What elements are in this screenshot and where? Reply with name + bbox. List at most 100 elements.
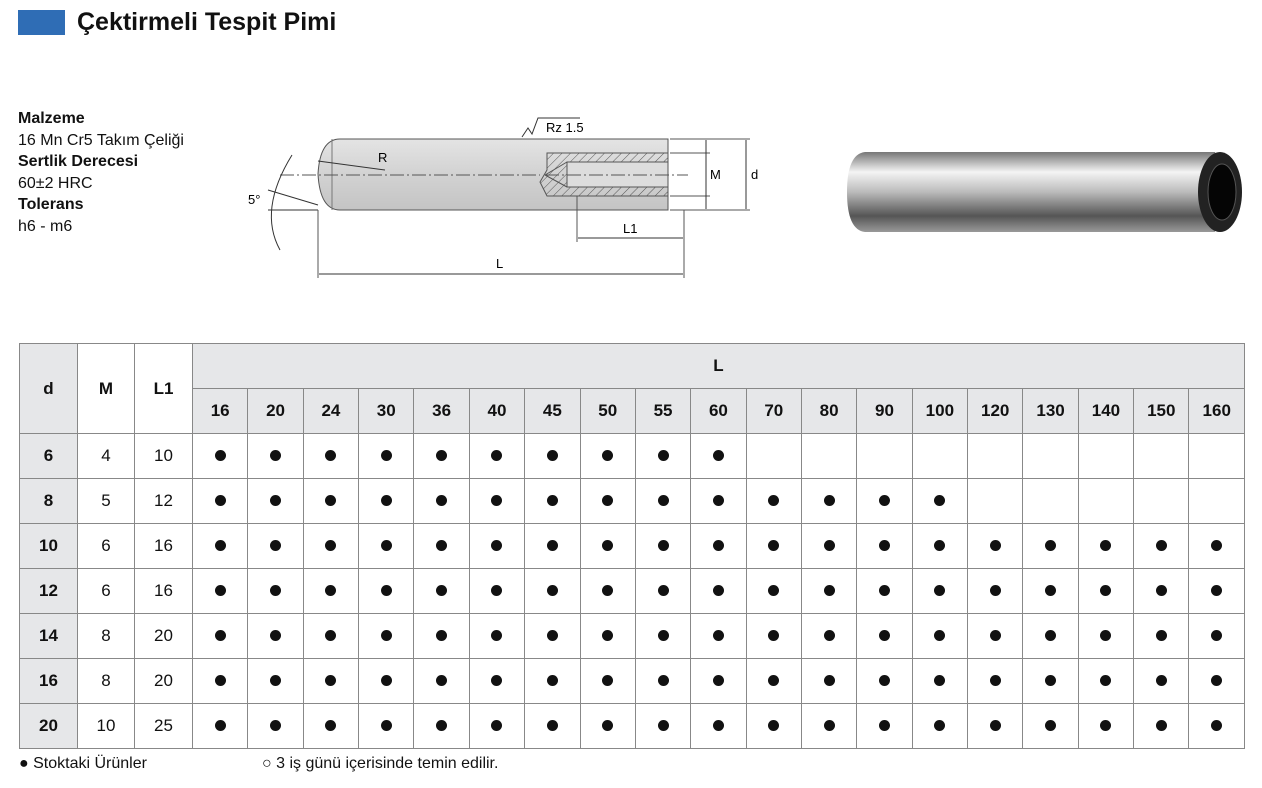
- availability-cell: [1022, 613, 1079, 659]
- length-header: 50: [579, 388, 636, 434]
- in-stock-dot-icon: [712, 495, 724, 506]
- availability-cell: [634, 523, 692, 569]
- in-stock-dot-icon: [878, 495, 890, 506]
- in-stock-dot-icon: [602, 630, 614, 641]
- in-stock-dot-icon: [436, 585, 448, 596]
- l1-label: L1: [623, 221, 637, 236]
- availability-cell: [745, 568, 802, 614]
- in-stock-dot-icon: [712, 585, 724, 596]
- availability-cell: [911, 613, 969, 659]
- availability-cell: [856, 703, 913, 749]
- cell-m: 5: [77, 478, 135, 524]
- availability-cell: [1133, 703, 1190, 749]
- in-stock-dot-icon: [270, 720, 282, 731]
- in-stock-dot-icon: [1100, 585, 1112, 596]
- legend-three-days: ○ 3 iş günü içerisinde temin edilir.: [262, 755, 499, 772]
- length-header: 150: [1133, 388, 1190, 434]
- availability-cell: [690, 613, 747, 659]
- cell-l1: 25: [134, 703, 193, 749]
- availability-cell: [856, 568, 913, 614]
- availability-cell: [634, 658, 692, 704]
- availability-cell: [524, 478, 581, 524]
- availability-cell: [690, 658, 747, 704]
- title-accent-bar: [18, 10, 65, 35]
- spec-label: Malzeme: [18, 110, 85, 127]
- in-stock-dot-icon: [546, 495, 558, 506]
- length-header: 40: [468, 388, 526, 434]
- availability-cell: [524, 433, 581, 479]
- availability-cell: [745, 703, 802, 749]
- specifications: Malzeme 16 Mn Cr5 Takım Çeliği Sertlik D…: [18, 108, 184, 237]
- availability-cell: [634, 478, 692, 524]
- in-stock-dot-icon: [325, 450, 337, 461]
- in-stock-dot-icon: [325, 720, 337, 731]
- availability-cell: [1022, 568, 1079, 614]
- in-stock-dot-icon: [270, 585, 282, 596]
- availability-cell: [579, 613, 636, 659]
- availability-cell: [302, 613, 360, 659]
- cell-m: 8: [77, 658, 135, 704]
- technical-drawing: R Rz 1.5 5° M d L1 L: [248, 117, 758, 278]
- in-stock-dot-icon: [1100, 540, 1112, 551]
- availability-cell: [358, 613, 415, 659]
- length-header: 90: [856, 388, 913, 434]
- in-stock-dot-icon: [823, 585, 835, 596]
- in-stock-dot-icon: [491, 540, 503, 551]
- availability-cell: [302, 478, 360, 524]
- in-stock-dot-icon: [1045, 540, 1057, 551]
- in-stock-dot-icon: [1211, 675, 1223, 686]
- cell-l1: 20: [134, 613, 193, 659]
- availability-cell: [800, 433, 858, 479]
- availability-cell: [524, 613, 581, 659]
- legend-in-stock: ● Stoktaki Ürünler: [19, 755, 147, 772]
- spec-value: 60±2 HRC: [18, 174, 93, 192]
- in-stock-dot-icon: [325, 540, 337, 551]
- in-stock-dot-icon: [325, 630, 337, 641]
- availability-cell: [1133, 433, 1190, 479]
- in-stock-dot-icon: [823, 630, 835, 641]
- availability-cell: [1022, 658, 1079, 704]
- length-header: 55: [634, 388, 692, 434]
- in-stock-dot-icon: [491, 495, 503, 506]
- availability-cell: [1133, 568, 1190, 614]
- availability-cell: [413, 433, 470, 479]
- in-stock-dot-icon: [380, 585, 392, 596]
- availability-cell: [1188, 703, 1245, 749]
- in-stock-dot-icon: [768, 720, 780, 731]
- in-stock-dot-icon: [989, 585, 1001, 596]
- availability-cell: [413, 478, 470, 524]
- availability-cell: [800, 658, 858, 704]
- availability-cell: [302, 523, 360, 569]
- availability-cell: [524, 658, 581, 704]
- availability-cell: [745, 433, 802, 479]
- cell-m: 6: [77, 523, 135, 569]
- availability-cell: [1188, 433, 1245, 479]
- availability-cell: [247, 478, 304, 524]
- cell-l1: 10: [134, 433, 193, 479]
- availability-cell: [579, 568, 636, 614]
- header-l1: L1: [134, 343, 193, 434]
- in-stock-dot-icon: [934, 495, 946, 506]
- in-stock-dot-icon: [214, 540, 226, 551]
- availability-cell: [191, 613, 249, 659]
- availability-cell: [247, 658, 304, 704]
- availability-cell: [579, 703, 636, 749]
- availability-cell: [967, 433, 1024, 479]
- availability-cell: [911, 433, 969, 479]
- diameter-label: d: [751, 167, 758, 182]
- availability-cell: [911, 478, 969, 524]
- availability-cell: [358, 433, 415, 479]
- availability-cell: [247, 433, 304, 479]
- availability-cell: [911, 523, 969, 569]
- length-header: 70: [745, 388, 802, 434]
- in-stock-dot-icon: [823, 675, 835, 686]
- in-stock-dot-icon: [712, 675, 724, 686]
- cell-l1: 12: [134, 478, 193, 524]
- availability-cell: [1133, 658, 1190, 704]
- availability-cell: [856, 658, 913, 704]
- availability-cell: [358, 478, 415, 524]
- availability-cell: [302, 433, 360, 479]
